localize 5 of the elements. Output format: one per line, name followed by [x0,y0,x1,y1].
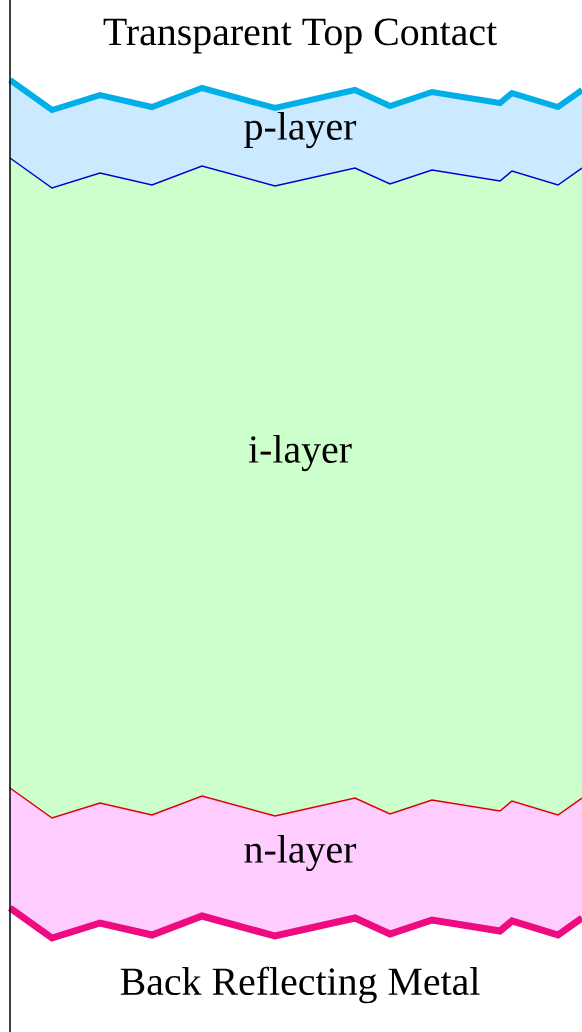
layer-label: n-layer [244,834,357,872]
layer-label: i-layer [248,434,352,472]
layer-label: Back Reflecting Metal [120,966,480,1004]
layer-label: Transparent Top Contact [103,18,497,54]
layer-label: p-layer [244,111,357,149]
